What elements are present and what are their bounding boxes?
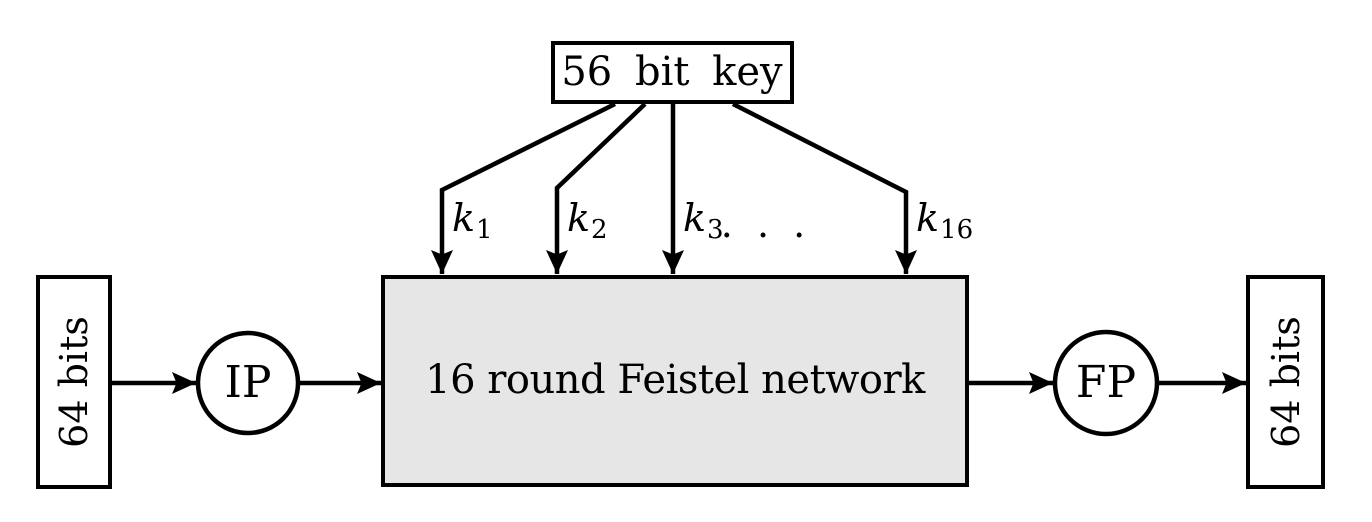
round-key-k3-base: k (683, 196, 707, 240)
round-key-k3-subscript: 3 (707, 215, 724, 245)
round-key-label-k2: k2 (567, 196, 608, 243)
round-key-arrow-k16 (731, 101, 917, 274)
input-box-label: 64 bits (52, 316, 96, 448)
round-key-label-k1: k1 (452, 196, 493, 243)
round-key-k16-base: k (916, 196, 940, 240)
key-box-shape (551, 41, 794, 104)
output-box-label: 64 bits (1264, 316, 1308, 448)
round-key-k1-base: k (452, 196, 476, 240)
round-key-label-k3: k3 (683, 196, 724, 243)
round-key-k16-subscript: 16 (940, 215, 974, 245)
round-key-k1-subscript: 1 (476, 215, 493, 245)
ip-node-label: IP (224, 357, 272, 408)
feistel-box-label: 16 round Feistel network (425, 357, 925, 403)
round-key-arrow-k1 (431, 101, 617, 274)
round-key-k2-subscript: 2 (591, 215, 608, 245)
round-key-arrow-k2 (546, 102, 647, 274)
round-key-ellipsis: . . . (720, 202, 812, 246)
feistel-box-shape (381, 275, 969, 487)
round-key-k2-base: k (567, 196, 591, 240)
input-box-shape (36, 275, 112, 489)
output-box-shape (1246, 275, 1325, 489)
round-key-label-k16: k16 (916, 196, 973, 243)
fp-node-label: FP (1075, 357, 1137, 408)
key-box-label: 56 bit key (561, 49, 783, 95)
